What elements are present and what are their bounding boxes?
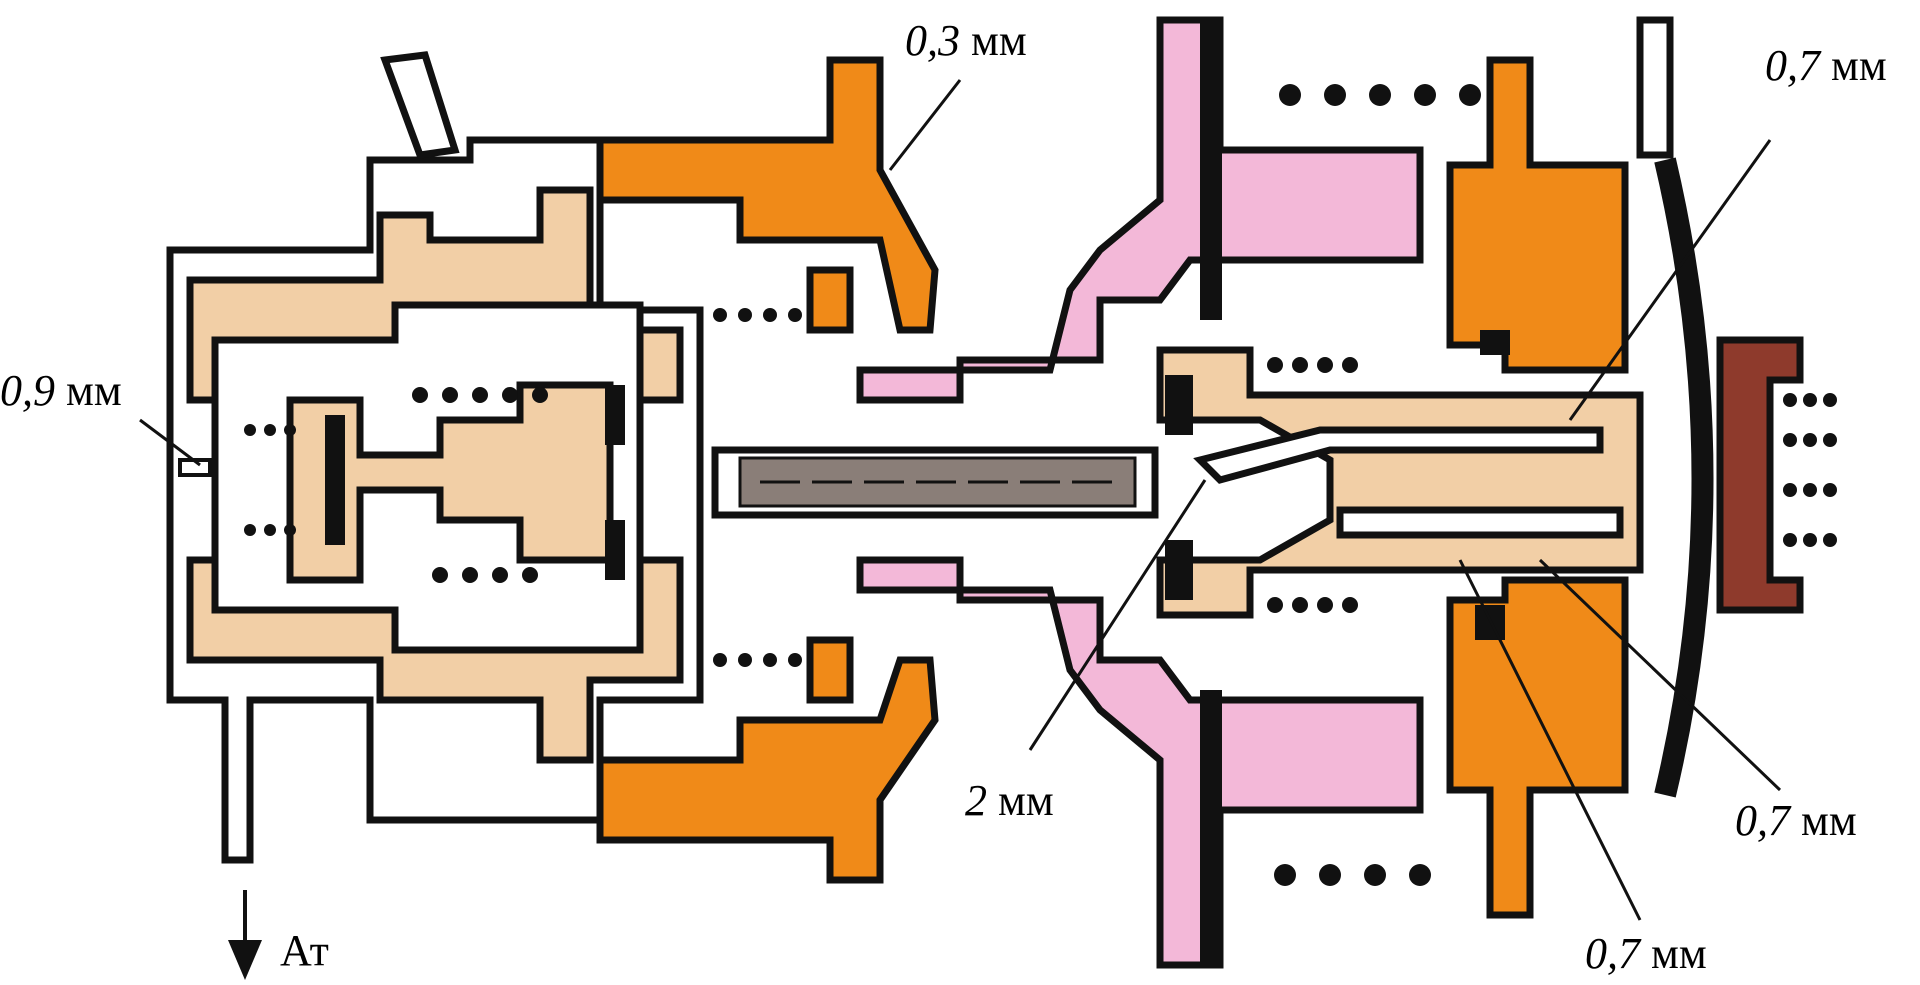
seal-upper xyxy=(605,385,625,445)
orange-right-top-notch xyxy=(1480,330,1510,355)
orange-right-top xyxy=(1446,56,1629,374)
orange-top-clip xyxy=(806,266,854,334)
inlet-pipe xyxy=(380,51,460,159)
leader-lines xyxy=(139,79,1782,921)
leader-0-7-top xyxy=(1568,139,1772,421)
seal-left xyxy=(325,415,345,545)
end-spring-dots xyxy=(1783,393,1837,547)
right-seal-lower xyxy=(1165,540,1193,600)
orange-right-bottom xyxy=(1446,576,1629,919)
left-orange-diaphragms xyxy=(596,56,939,884)
orange-bottom-clip xyxy=(806,636,854,704)
end-cap-curve xyxy=(1654,157,1714,798)
label-0-3: 0,3 мм xyxy=(905,16,1027,65)
right-spring-dots xyxy=(1267,84,1481,886)
spool-channel-lower xyxy=(1336,506,1624,539)
outer-right-plate xyxy=(1636,16,1674,159)
pink-lower-wall xyxy=(1200,690,1222,965)
leader-0-3 xyxy=(888,79,962,171)
right-seal-upper xyxy=(1165,375,1193,435)
left-spring-dots xyxy=(244,308,802,667)
right-cap-assembly xyxy=(1636,16,1837,798)
label-outlet: Ат xyxy=(280,926,329,975)
right-spool-assembly xyxy=(1156,84,1644,886)
label-0-7-right: 0,7 мм xyxy=(1735,796,1857,845)
orange-bottom-left xyxy=(596,656,939,884)
left-valve-assembly xyxy=(166,51,802,864)
pink-upper xyxy=(856,16,1424,404)
leader-0-7-bottom xyxy=(1458,559,1642,921)
arrow-down-icon xyxy=(228,890,262,980)
pink-lower xyxy=(856,556,1424,969)
central-rod xyxy=(711,446,1159,519)
right-orange-blocks xyxy=(1446,56,1629,919)
label-0-7-bottom: 0,7 мм xyxy=(1585,929,1707,978)
leader-2 xyxy=(1028,479,1207,751)
seal-lower xyxy=(605,520,625,580)
label-0-9: 0,9 мм xyxy=(0,366,122,415)
right-spool xyxy=(1156,346,1644,619)
spool-channel-upper xyxy=(1193,426,1604,484)
pink-upper-wall xyxy=(1200,20,1222,320)
brown-end-plug xyxy=(1716,336,1804,614)
pink-housing xyxy=(856,16,1424,969)
leader-0-7-right xyxy=(1538,558,1782,792)
leader-0-9 xyxy=(139,418,201,467)
orange-top-left xyxy=(596,56,939,334)
label-0-7-top: 0,7 мм xyxy=(1765,41,1887,90)
label-2: 2 мм xyxy=(965,776,1054,825)
